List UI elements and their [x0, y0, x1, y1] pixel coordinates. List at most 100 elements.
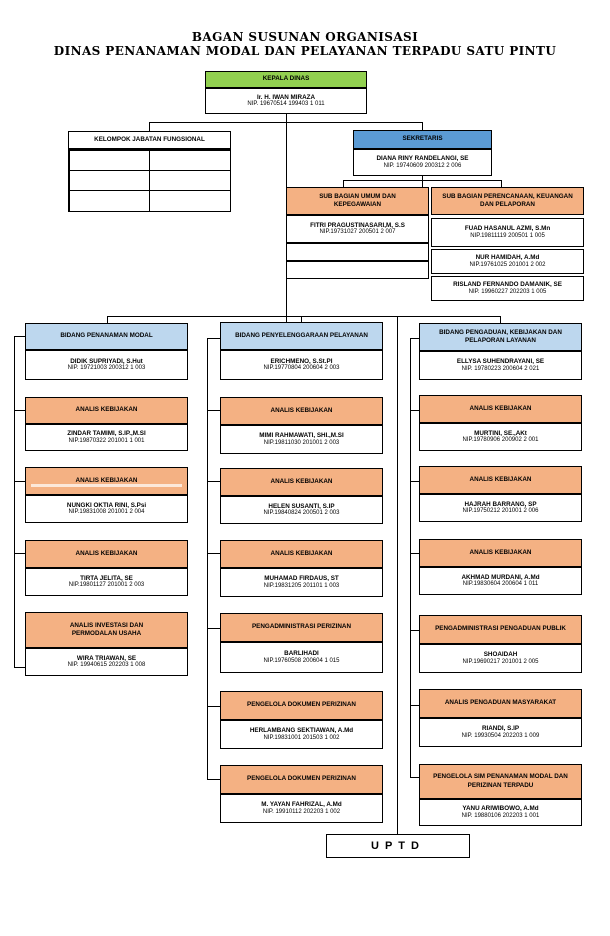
unit-box: MIMI RAHMAWATI, SHI.,M.SI NIP.19811030 2… — [220, 425, 383, 454]
subbag-keuangan-person: RISLAND FERNANDO DAMANIK, SE NIP. 199602… — [431, 276, 584, 301]
unit-box: YANU ARIWIBOWO, A.Md NIP. 19880106 20220… — [419, 799, 582, 826]
person-nip: NIP. 19930504 202203 1 009 — [461, 732, 540, 739]
unit-header: ANALIS KEBIJAKAN — [419, 395, 582, 423]
unit-header: ANALIS KEBIJAKAN — [220, 540, 383, 568]
chart-title-line1: BAGAN SUSUNAN ORGANISASI — [191, 30, 419, 44]
bidang-penanaman-modal-header: BIDANG PENANAMAN MODAL — [25, 323, 188, 350]
bidang-pengaduan-box: ELLYSA SUHENDRAYANI, SE NIP. 19780223 20… — [419, 351, 582, 380]
unit-box: SHOAIDAH NIP.19690217 201001 2 005 — [419, 644, 582, 673]
subbag-umum-empty-row — [286, 261, 429, 279]
unit-box: RIANDI, S.IP NIP. 19930504 202203 1 009 — [419, 718, 582, 747]
person-name: HAJRAH BARRANG, SP — [464, 500, 537, 508]
fungsional-grid — [68, 149, 231, 212]
person-name: BARLIHADI — [284, 650, 319, 658]
unit-box: NUNGKI OKTIA RINI, S.Psi NIP.19831008 20… — [25, 495, 188, 523]
person-nip: NIP. 19960227 202203 1 005 — [468, 288, 547, 295]
person-name: MIMI RAHMAWATI, SHI.,M.SI — [259, 432, 344, 440]
person-nip: NIP.19760508 200604 1 015 — [263, 657, 340, 664]
person-nip: NIP.19750212 201001 2 006 — [462, 508, 539, 515]
kepala-dinas-name: Ir. H. IWAN MIRAZA — [256, 93, 316, 101]
unit-header: ANALIS KEBIJAKAN — [25, 467, 188, 495]
person-nip: NIP.19761025 201001 2 002 — [469, 261, 546, 268]
person-nip: NIP.19831001 201503 1 002 — [263, 734, 340, 741]
person-nip: NIP.19831205 201101 1 003 — [263, 582, 340, 589]
fungsional-cell — [149, 169, 231, 192]
person-name: ELLYSA SUHENDRAYANI, SE — [456, 358, 545, 366]
chart-title-line2: DINAS PENANAMAN MODAL DAN PELAYANAN TERP… — [53, 44, 557, 58]
person-nip: NIP. 19721003 200312 1 003 — [67, 365, 146, 372]
fungsional-cell — [68, 169, 150, 192]
unit-header: PENGADMINISTRASI PERIZINAN — [220, 613, 383, 642]
sekretaris-header: SEKRETARIS — [353, 130, 492, 149]
person-name: MURTINI, SE.,AKt — [474, 429, 527, 437]
person-name: NUNGKI OKTIA RINI, S.Psi — [66, 501, 147, 509]
subbag-umum-nip: NIP.19731027 200501 2 007 — [319, 229, 396, 236]
unit-box: HAJRAH BARRANG, SP NIP.19750212 201001 2… — [419, 494, 582, 522]
unit-header: PENGADMINISTRASI PENGADUAN PUBLIK — [419, 615, 582, 644]
bidang-penyelenggaraan-header: BIDANG PENYELENGGARAAN PELAYANAN — [220, 322, 383, 350]
sekretaris-box: DIANA RINY RANDELANGI, SE NIP. 19740609 … — [353, 149, 492, 176]
fungsional-cell — [149, 190, 231, 212]
unit-header: ANALIS KEBIJAKAN — [25, 540, 188, 568]
unit-header: PENGELOLA DOKUMEN PERIZINAN — [220, 691, 383, 720]
subbag-umum-box: FITRI PRAGUSTINASARI,M, S.S NIP.19731027… — [286, 215, 429, 243]
person-name: DIDIK SUPRIYADI, S.Hut — [70, 357, 143, 365]
unit-header: ANALIS PENGADUAN MASYARAKAT — [419, 689, 582, 718]
sekretaris-name: DIANA RINY RANDELANGI, SE — [376, 155, 469, 163]
bidang-penanaman-modal-box: DIDIK SUPRIYADI, S.Hut NIP. 19721003 200… — [25, 350, 188, 380]
person-name: HERLAMBANG SEKTIAWAN, A.Md — [249, 727, 354, 735]
subbag-keuangan-header: SUB BAGIAN PERENCANAAN, KEUANGAN DAN PEL… — [431, 187, 584, 215]
subbag-umum-empty-row — [286, 243, 429, 261]
unit-header: ANALIS KEBIJAKAN — [419, 539, 582, 567]
unit-box: HERLAMBANG SEKTIAWAN, A.Md NIP.19831001 … — [220, 720, 383, 749]
unit-box: MUHAMAD FIRDAUS, ST NIP.19831205 201101 … — [220, 568, 383, 597]
person-nip: NIP.19811030 201001 2 003 — [263, 439, 340, 446]
person-name: ZINDAR TAMIMI, S.IP.,M.SI — [67, 430, 146, 438]
person-name: RIANDI, S.IP — [481, 725, 520, 733]
person-nip: NIP. 19940615 202203 1 008 — [67, 662, 146, 669]
subbag-umum-name: FITRI PRAGUSTINASARI,M, S.S — [310, 221, 405, 229]
person-name: MUHAMAD FIRDAUS, ST — [264, 575, 339, 583]
person-nip: NIP.19690217 201001 2 005 — [462, 658, 539, 665]
person-name: M. YAYAN FAHRIZAL, A.Md — [261, 801, 342, 809]
header-highlight — [31, 484, 182, 487]
unit-header: ANALIS KEBIJAKAN — [25, 397, 188, 424]
kepala-dinas-header: KEPALA DINAS — [205, 71, 367, 88]
fungsional-header: KELOMPOK JABATAN FUNGSIONAL — [68, 131, 231, 149]
unit-header: ANALIS KEBIJAKAN — [419, 466, 582, 494]
subbag-umum-header: SUB BAGIAN UMUM DAN KEPEGAWAIAN — [286, 187, 429, 215]
unit-box: BARLIHADI NIP.19760508 200604 1 015 — [220, 642, 383, 673]
person-nip: NIP.19831008 201001 2 004 — [68, 509, 145, 516]
unit-header: PENGELOLA DOKUMEN PERIZINAN — [220, 765, 383, 794]
person-name: YANU ARIWIBOWO, A.Md — [462, 805, 539, 813]
person-nip: NIP.19801127 201001 2 003 — [68, 582, 145, 589]
person-nip: NIP.19840824 200501 2 003 — [263, 510, 340, 517]
fungsional-cell — [68, 149, 150, 171]
person-name: FUAD HASANUL AZMI, S.Mn — [464, 225, 551, 233]
subbag-keuangan-person: FUAD HASANUL AZMI, S.Mn NIP.19811119 200… — [431, 218, 584, 247]
person-nip: NIP. 19880106 202203 1 001 — [461, 812, 540, 819]
person-nip: NIP.19830604 200604 1 011 — [462, 581, 539, 588]
unit-box: HELEN SUSANTI, S.IP NIP.19840824 200501 … — [220, 496, 383, 524]
unit-box: MURTINI, SE.,AKt NIP.19780906 200902 2 0… — [419, 423, 582, 451]
person-nip: NIP.19870322 201001 1 001 — [68, 437, 145, 444]
person-name: TIRTA JELITA, SE — [80, 574, 133, 582]
unit-header: ANALIS INVESTASI DAN PERMODALAN USAHA — [25, 612, 188, 648]
person-nip: NIP. 19780223 200604 2 021 — [461, 365, 540, 372]
person-name: WIRA TRIAWAN, SE — [76, 654, 137, 662]
unit-box: TIRTA JELITA, SE NIP.19801127 201001 2 0… — [25, 568, 188, 596]
unit-box: WIRA TRIAWAN, SE NIP. 19940615 202203 1 … — [25, 648, 188, 676]
subbag-keuangan-person: NUR HAMIDAH, A.Md NIP.19761025 201001 2 … — [431, 249, 584, 274]
person-name: NUR HAMIDAH, A.Md — [475, 254, 540, 262]
person-nip: NIP.19770804 200604 2 003 — [263, 365, 340, 372]
kepala-dinas-nip: NIP. 19670514 199403 1 011 — [247, 101, 325, 108]
person-name: HELEN SUSANTI, S.IP — [268, 502, 335, 510]
fungsional-cell — [68, 190, 150, 212]
uptd-box: UPTD — [326, 834, 470, 858]
person-name: AKHMAD MURDANI, A.Md — [461, 573, 540, 581]
kepala-dinas-box: Ir. H. IWAN MIRAZA NIP. 19670514 199403 … — [205, 88, 367, 114]
unit-box: AKHMAD MURDANI, A.Md NIP.19830604 200604… — [419, 567, 582, 595]
bidang-penyelenggaraan-box: ERICHMENO, S.St.PI NIP.19770804 200604 2… — [220, 350, 383, 380]
fungsional-cell — [149, 149, 231, 171]
sekretaris-nip: NIP. 19740609 200312 2 006 — [383, 162, 462, 169]
